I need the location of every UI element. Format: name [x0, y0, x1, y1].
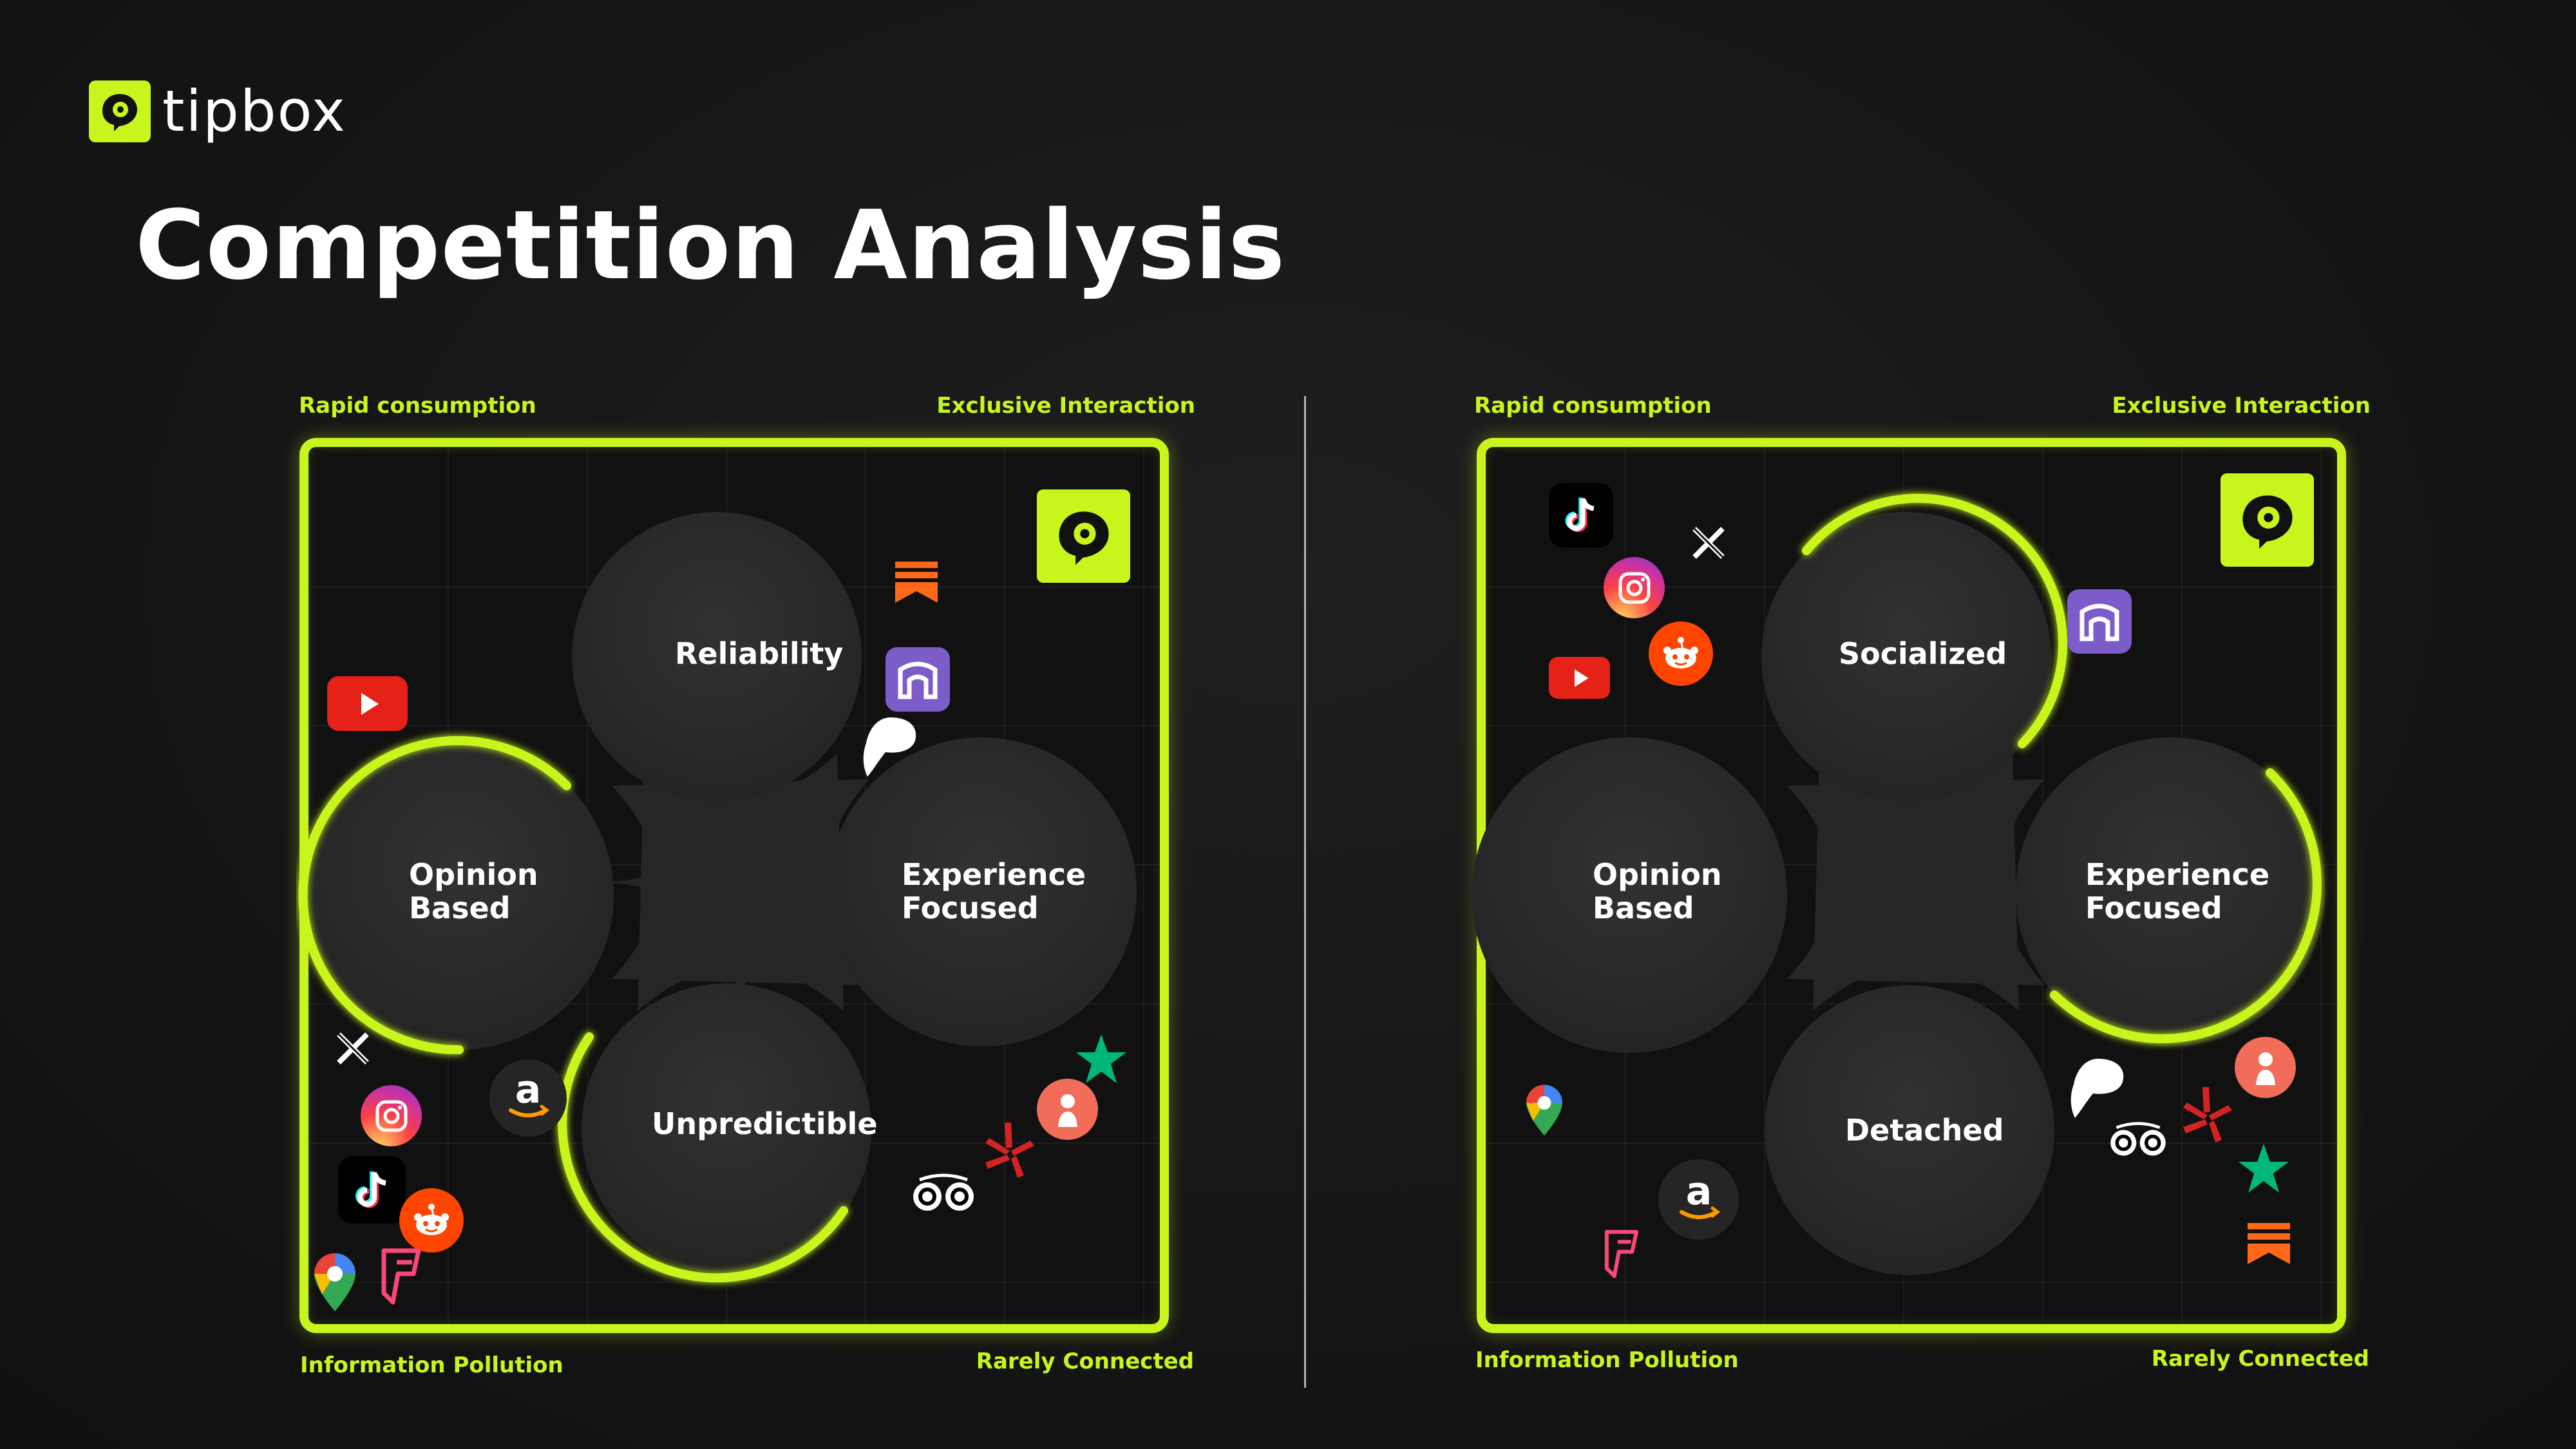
highlight-arc-left — [298, 736, 571, 1055]
clover-shape — [305, 512, 1137, 1273]
person-pin-icon — [2235, 1037, 2296, 1098]
corner-label-top-right: Exclusive Interaction — [2112, 393, 2371, 419]
highlight-arc-right — [2050, 768, 2322, 1043]
lobe-label-left: Opinion Based — [1593, 857, 1722, 925]
gate-icon — [2067, 589, 2132, 654]
highlight-arc-top — [1802, 493, 2068, 748]
youtube-icon — [1549, 657, 1610, 699]
tripadvisor-icon — [908, 1169, 979, 1217]
bubble-icon — [860, 715, 921, 779]
corner-label-bottom-right: Rarely Connected — [976, 1349, 1194, 1374]
tiktok-icon — [338, 1156, 406, 1224]
lobe-label-bottom: Detached — [1845, 1113, 2004, 1148]
corner-label-bottom-left: Information Pollution — [1475, 1347, 1739, 1373]
trustpilot-star-icon — [1072, 1030, 1130, 1088]
lobe-label-left: Opinion Based — [409, 857, 538, 925]
reddit-icon — [1649, 621, 1713, 686]
lobe-label-bottom: Unpredictible — [652, 1106, 878, 1141]
lobe-left — [305, 741, 614, 1050]
yelp-icon — [2177, 1082, 2235, 1146]
youtube-icon — [327, 676, 408, 731]
clover-shape — [1472, 512, 2325, 1275]
brand-name: tipbox — [162, 78, 346, 144]
gate-icon — [886, 647, 950, 712]
amazon-icon: a — [1658, 1159, 1739, 1240]
corner-label-top-left: Rapid consumption — [299, 393, 536, 419]
substack-icon — [892, 557, 940, 605]
instagram-icon — [1604, 557, 1665, 618]
panel-divider — [1304, 396, 1306, 1388]
amazon-icon: a — [489, 1059, 567, 1137]
tripadvisor-icon — [2106, 1117, 2170, 1162]
substack-icon — [2244, 1217, 2293, 1269]
tiktok-icon — [1549, 483, 1613, 547]
corner-label-top-right: Exclusive Interaction — [936, 393, 1195, 419]
brand-logo: tipbox — [89, 80, 346, 142]
left-analysis-panel: Rapid consumption Exclusive Interaction — [296, 393, 1198, 1378]
lobe-right — [2016, 737, 2325, 1046]
foursquare-icon — [1600, 1227, 1642, 1282]
bubble-icon — [2067, 1056, 2128, 1121]
x-icon — [1687, 522, 1729, 564]
google-maps-icon — [1520, 1079, 1568, 1140]
google-maps-icon — [309, 1249, 361, 1314]
trustpilot-star-icon — [2235, 1140, 2293, 1198]
svg-text:a: a — [1685, 1171, 1712, 1214]
lobe-right — [828, 737, 1137, 1046]
tipbox-logo-icon — [89, 80, 151, 142]
corner-label-bottom-left: Information Pollution — [300, 1352, 564, 1378]
lobe-top — [1761, 512, 2051, 802]
lobe-label-right: Experience Focused — [2085, 857, 2270, 925]
yelp-icon — [979, 1117, 1037, 1182]
reddit-icon — [399, 1188, 464, 1253]
lobe-bottom — [1765, 985, 2054, 1275]
person-pin-icon — [1037, 1079, 1098, 1140]
lobe-bottom — [582, 983, 871, 1273]
corner-label-bottom-right: Rarely Connected — [2151, 1346, 2369, 1372]
x-icon — [332, 1027, 374, 1069]
corner-label-top-left: Rapid consumption — [1474, 393, 1712, 419]
instagram-icon — [361, 1085, 422, 1146]
lobe-label-right: Experience Focused — [902, 857, 1086, 925]
right-analysis-panel: Rapid consumption Exclusive Interaction … — [1472, 393, 2373, 1378]
tipbox-icon — [2221, 473, 2314, 567]
clover-diagram — [1472, 493, 2325, 1275]
lobe-top — [572, 512, 862, 802]
svg-text:a: a — [515, 1069, 542, 1112]
lobe-left — [1472, 737, 1787, 1053]
lobe-label-top: Socialized — [1839, 636, 2007, 671]
clover-diagram — [298, 512, 1137, 1283]
lobe-label-top: Reliability — [675, 636, 844, 671]
page-title: Competition Analysis — [135, 190, 1286, 301]
tipbox-icon — [1037, 489, 1130, 583]
foursquare-icon — [377, 1246, 425, 1307]
